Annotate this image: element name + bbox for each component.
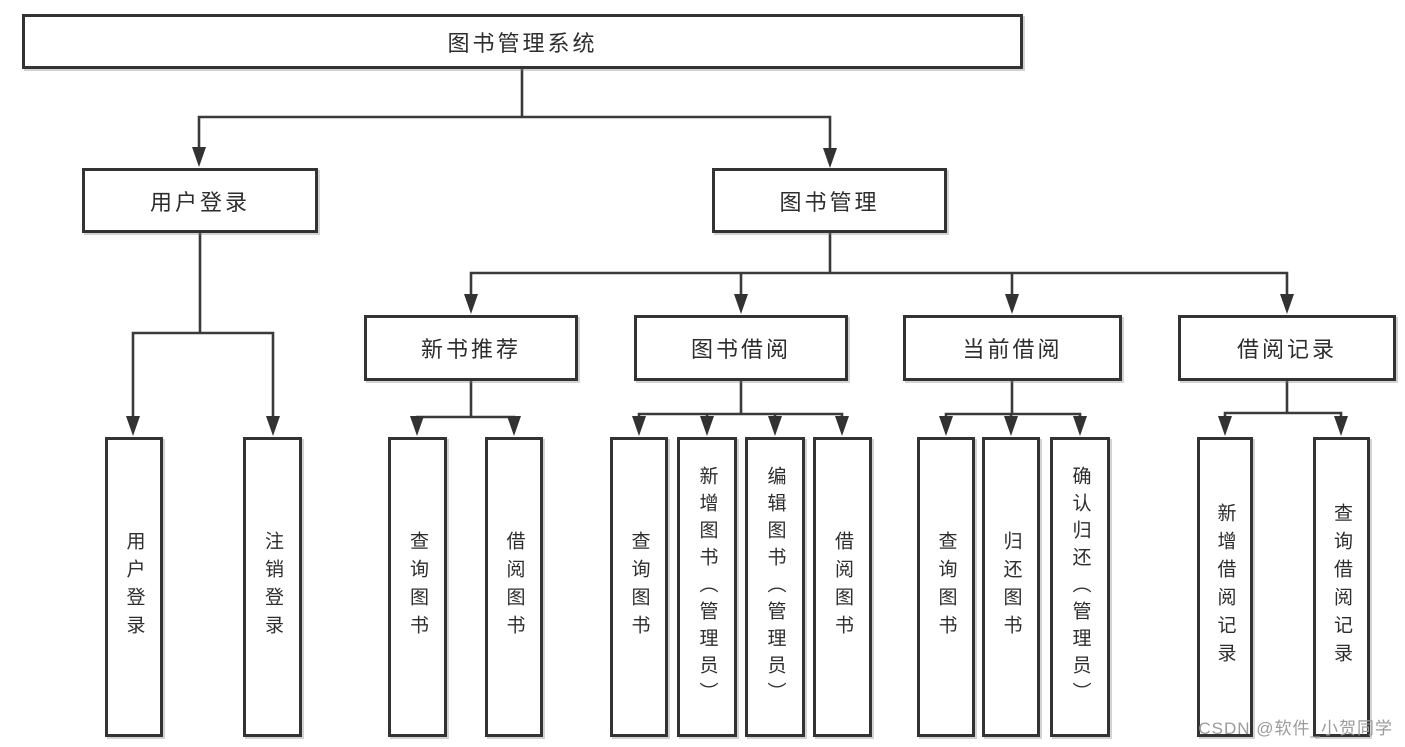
leaf-borrow-books: 借阅图书: [485, 437, 543, 737]
node-borrowing-records-label: 借阅记录: [1236, 337, 1337, 362]
leaf-query-books-label: 查询图书: [935, 531, 957, 643]
node-library-system: 图书管理系统: [22, 14, 1023, 69]
leaf-logout-login: 注销登录: [243, 437, 302, 737]
leaf-user-login: 用户登录: [105, 437, 163, 737]
leaf-user-login-label: 用户登录: [123, 531, 145, 643]
leaf-borrow-books-label: 借阅图书: [503, 531, 525, 643]
leaf-logout-login-label: 注销登录: [262, 531, 283, 643]
node-borrowing-records: 借阅记录: [1178, 315, 1396, 381]
leaf-add-borrow-record: 新增借阅记录: [1197, 437, 1253, 737]
node-user-login: 用户登录: [82, 168, 318, 233]
node-book-management-label: 图书管理: [779, 189, 880, 215]
leaf-add-books-admin-label: 新增图书（管理员）: [696, 465, 718, 709]
node-book-management: 图书管理: [712, 168, 947, 233]
leaf-query-books-label: 查询图书: [407, 531, 428, 643]
leaf-edit-books-admin-label: 编辑图书（管理员）: [764, 465, 786, 709]
leaf-query-books: 查询图书: [610, 437, 668, 737]
node-user-login-label: 用户登录: [149, 189, 250, 215]
leaf-borrow-books-label: 借阅图书: [832, 531, 853, 643]
leaf-query-books-label: 查询图书: [628, 531, 650, 643]
leaf-query-borrow-record: 查询借阅记录: [1313, 437, 1370, 737]
leaf-borrow-books: 借阅图书: [813, 437, 872, 737]
leaf-query-books: 查询图书: [917, 437, 975, 737]
node-new-book-recommendation-label: 新书推荐: [420, 337, 521, 362]
leaf-add-books-admin: 新增图书（管理员）: [677, 437, 737, 737]
leaf-add-borrow-record-label: 新增借阅记录: [1214, 503, 1236, 671]
node-new-book-recommendation: 新书推荐: [364, 315, 578, 381]
leaf-query-books: 查询图书: [388, 437, 447, 737]
node-library-system-label: 图书管理系统: [447, 30, 598, 56]
node-current-borrowing: 当前借阅: [903, 315, 1122, 381]
leaf-confirm-return-admin: 确认归还（管理员）: [1050, 437, 1110, 737]
arrowheads: [126, 147, 1348, 436]
leaf-return-books: 归还图书: [982, 437, 1040, 737]
watermark: CSDN @软件_小贺同学: [1198, 719, 1393, 738]
leaf-return-books-label: 归还图书: [1000, 531, 1022, 643]
node-current-borrowing-label: 当前借阅: [962, 337, 1063, 362]
leaf-query-borrow-record-label: 查询借阅记录: [1331, 503, 1352, 671]
node-book-borrowing-label: 图书借阅: [690, 337, 791, 362]
node-book-borrowing: 图书借阅: [634, 315, 848, 381]
leaf-edit-books-admin: 编辑图书（管理员）: [745, 437, 805, 737]
leaf-confirm-return-admin-label: 确认归还（管理员）: [1069, 465, 1091, 709]
